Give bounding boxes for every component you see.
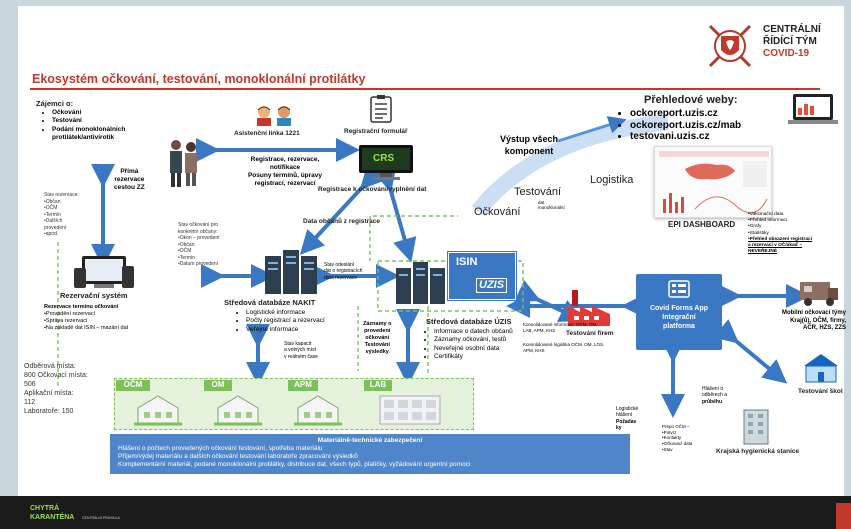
registrace-ockovani-label: Registrace k očkování/vyplnění dat — [318, 186, 427, 193]
footer-bar — [0, 496, 851, 529]
registr-form-label: Registrační formulář — [344, 128, 408, 135]
rez-system-list: Rezervace termínu očkování•Provádění rez… — [44, 304, 129, 332]
mobile-team-icon — [798, 276, 840, 308]
server-isin-icon — [394, 260, 446, 306]
konsolid2-label: Konsolidovaná logistika OČM, OM, LOS,APM… — [523, 342, 605, 353]
testovani-skol-label: Testování škol — [798, 388, 843, 395]
server-nakit-icon — [263, 248, 319, 296]
site-om: OM — [204, 380, 232, 391]
app-grid-icon — [668, 280, 690, 298]
stav-rezervace-list: Stav rezervace:•Občan•OČM•Termín•Dalších… — [44, 192, 79, 237]
uzis-db-title: Středová databáze ÚZIS — [426, 317, 512, 326]
building-icon — [134, 392, 182, 426]
connector-layer — [57, 114, 810, 418]
site-lab: LAB — [364, 380, 392, 391]
site-apm: APM — [288, 380, 318, 391]
org-line1: CENTRÁLNÍ — [763, 24, 821, 35]
footer-sub: CENTRÁLNÍ PRAVIDLA — [82, 516, 120, 520]
nakit-title: Středová databáze NAKIT — [224, 298, 316, 307]
testovani-firem-label: Testování firem — [566, 330, 614, 337]
epi-list: •Vakcinační data•Přehled informací•Grafy… — [748, 212, 813, 255]
vystup-logistika: Logistika — [590, 174, 634, 186]
prepo-label: Prepo OČM –•Potvrz.•Kontakty•Očkovací da… — [662, 424, 693, 452]
list-item: Očkování — [52, 109, 156, 117]
crs-monitor-icon — [358, 144, 414, 180]
uzis-db-list: Informace o datech občanůZáznamy očkován… — [428, 328, 513, 362]
footer-brand-2: KARANTÉNA — [30, 514, 75, 521]
site-ocm: OČM — [116, 380, 150, 391]
list-item: Testování — [52, 117, 156, 125]
org-line3: COVID-19 — [763, 48, 810, 59]
registrace-note: Registrace, rezervace, notifikace Posuny… — [247, 156, 323, 188]
material-box: Materiálně-technické zabezpečení Hlášení… — [110, 434, 630, 474]
slide: Ekosystém očkování, testování, monokloná… — [18, 6, 846, 496]
dashboard-laptop-icon — [788, 92, 838, 128]
vystup-testovani: Testování — [514, 186, 562, 198]
rez-system-title: Rezervační systém — [60, 291, 128, 300]
nakit-list: Logistické informacePočty registrací a r… — [240, 309, 325, 334]
school-icon — [802, 352, 840, 384]
konsolid-label: Konsolidované informace: OČM, OM,LAB, AP… — [523, 322, 598, 333]
slide-title: Ekosystém očkování, testování, monokloná… — [32, 72, 366, 86]
factory-icon — [566, 286, 612, 326]
hospital-icon — [738, 406, 774, 446]
web-link[interactable]: ockoreport.uzis.cz — [630, 108, 741, 120]
call-center-icon — [254, 104, 296, 126]
title-underline — [30, 88, 820, 90]
epi-dashboard-screenshot — [654, 146, 772, 218]
kraj-stanice-label: Krajská hygienická stanice — [716, 448, 800, 455]
vystup-ockovani: Očkování — [474, 206, 521, 218]
data-obcanu-label: Data občanů z registrace — [303, 218, 380, 225]
laboratory-icon — [376, 390, 446, 428]
material-box-title: Materiálně-technické zabezpečení — [317, 437, 423, 444]
prehled-title: Přehledové weby: — [644, 94, 738, 106]
asist-label: Asistenční linka 1221 — [234, 130, 300, 137]
devices-icon — [74, 254, 134, 290]
form-icon — [370, 95, 392, 123]
uzis-label: ÚZIS — [476, 278, 508, 293]
org-line2: ŘÍDÍCÍ TÝM — [763, 36, 817, 47]
crs-label: CRS — [373, 153, 395, 164]
crest-icon — [704, 20, 756, 72]
prehled-list: ockoreport.uzis.cz ockoreport.uzis.cz/ma… — [618, 108, 741, 143]
isin-label: ISIN — [456, 256, 478, 268]
prima-rezervace-label: Přímá rezervace cestou ZZ — [114, 168, 145, 192]
zajemci-list: Očkování Testování Podání monoklonálních… — [46, 109, 156, 143]
epi-label: EPI DASHBOARD — [668, 220, 736, 229]
building-icon — [214, 392, 262, 426]
footer-red-accent — [836, 503, 851, 529]
zajemci-title: Zájemci o: — [36, 99, 74, 108]
list-item: Podání monoklonálních protilátek/antivir… — [52, 126, 156, 143]
web-link[interactable]: testovani.uzis.cz — [630, 131, 741, 143]
footer-brand-1: CHYTRÁ — [30, 505, 60, 512]
web-link[interactable]: ockoreport.uzis.cz/mab — [630, 120, 741, 132]
people-icon — [166, 138, 200, 188]
building-icon — [294, 392, 342, 426]
